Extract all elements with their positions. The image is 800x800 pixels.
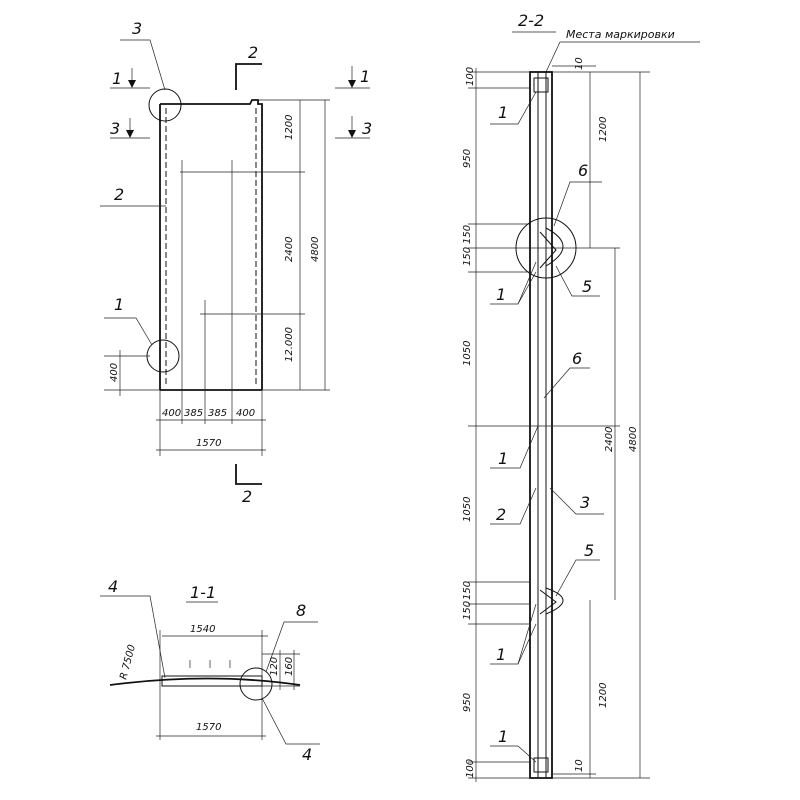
callout-1: 1 [114,295,124,314]
marking-note: Места маркировки [566,28,675,41]
dim-left-1050-b: 1050 [462,497,473,522]
leader-3-sec [549,487,604,515]
sect-2-bottom [235,464,262,485]
section-1-1: 1-1 1540 1570 R 7500 4 8 4 120 160 [100,577,320,764]
callout-8: 8 [296,601,306,620]
dim-12000: 12.000 [284,327,295,362]
sect-1-right-head [348,80,356,88]
leader-5-bottom [555,559,600,597]
section-2-2: 2-2 Места маркировки 100 950 150 [462,11,700,782]
dim-120: 120 [269,657,280,676]
dim-left-150-c: 150 [462,581,473,600]
leader-1 [104,317,153,346]
callout-2-sec: 2 [496,505,506,524]
detail-circle-3 [148,88,182,122]
callout-6-top: 6 [578,161,588,180]
leader-1-a [490,91,537,125]
dim-b-400b: 400 [236,408,255,419]
section-mark-3-left: 3 [110,119,120,138]
sect-1-left-head [128,80,136,88]
section-mark-2-bottom: 2 [242,487,252,506]
dim-left-150-a: 150 [462,225,473,244]
top-embed [533,77,549,93]
front-view: 1200 2400 12.000 4800 3 2 1 1 3 1 3 2 [100,19,372,506]
dim-left-100-bottom: 100 [465,759,476,778]
leader-8 [265,621,318,673]
section-mark-3-right: 3 [362,119,372,138]
dim-right-4800: 4800 [628,427,639,452]
lifting-loop-bottom [545,587,564,615]
section-mark-2-top: 2 [248,43,258,62]
leader-6-mid [543,367,590,399]
callout-1-c: 1 [498,449,508,468]
leader-1-d2 [517,623,537,665]
slab-section [161,675,263,687]
sect-3-left-head [126,130,134,138]
dim-right-2400: 2400 [604,427,615,452]
leader-6-top [553,181,602,227]
dim-left-1050-a: 1050 [462,341,473,366]
dim-4800: 4800 [310,237,321,262]
detail-circle-8 [239,667,273,701]
leader-1-e [490,745,537,763]
leader-1-b2 [517,271,537,305]
lifting-loop-top [545,227,564,267]
dim-right-1200-top: 1200 [598,117,609,142]
callout-1-a: 1 [498,103,508,122]
loop-rebar-bottom [539,589,557,615]
dim-left-950-bottom: 950 [462,693,473,712]
leader-4-top [100,595,166,679]
leader-2-sec [490,487,537,525]
leader-4-bottom [261,697,320,745]
callout-6-mid: 6 [572,349,582,368]
leader-5-top [555,265,600,297]
dim-b-385a: 385 [184,408,203,419]
dim-1200: 1200 [284,115,295,140]
dim-10-bottom: 10 [574,759,585,772]
note-leader [545,41,561,73]
sect-3-right-head [348,130,356,138]
dim-left-950-top: 950 [462,149,473,168]
dim-160: 160 [284,657,295,676]
dim-left-150-b: 150 [462,247,473,266]
section-mark-1-left: 1 [112,69,122,88]
arc-r7500 [109,677,301,686]
callout-3: 3 [132,19,142,38]
section-mark-1-right: 1 [360,67,370,86]
dim-2400: 2400 [284,237,295,262]
callout-4-top: 4 [108,577,118,596]
callout-1-d: 1 [496,645,506,664]
bottom-embed [533,757,549,773]
dim-1540: 1540 [190,624,215,635]
section-2-2-title: 2-2 [518,11,544,30]
dim-left-100-top: 100 [465,67,476,86]
leader-3 [120,39,166,91]
dim-right-1200-bottom: 1200 [598,683,609,708]
dim-b-385b: 385 [208,408,227,419]
section-1-1-title: 1-1 [190,583,216,602]
dim-10-top: 10 [574,57,585,70]
callout-5-bottom: 5 [584,541,594,560]
callout-5-top: 5 [582,277,592,296]
callout-3-sec: 3 [580,493,590,512]
radius-label: R 7500 [118,644,138,681]
callout-1-b: 1 [496,285,506,304]
dim-1570: 1570 [196,438,221,449]
callout-2: 2 [114,185,124,204]
panel-side-section [529,71,553,779]
dim-left-150-d: 150 [462,601,473,620]
dim-400-left: 400 [109,363,120,382]
loop-rebar-top [539,231,557,269]
dim-1570-sec: 1570 [196,722,221,733]
callout-4-bottom: 4 [302,745,312,764]
leader-1-c [490,425,539,469]
callout-1-e: 1 [498,727,508,746]
dim-b-400a: 400 [162,408,181,419]
sect-2-top [235,63,262,90]
